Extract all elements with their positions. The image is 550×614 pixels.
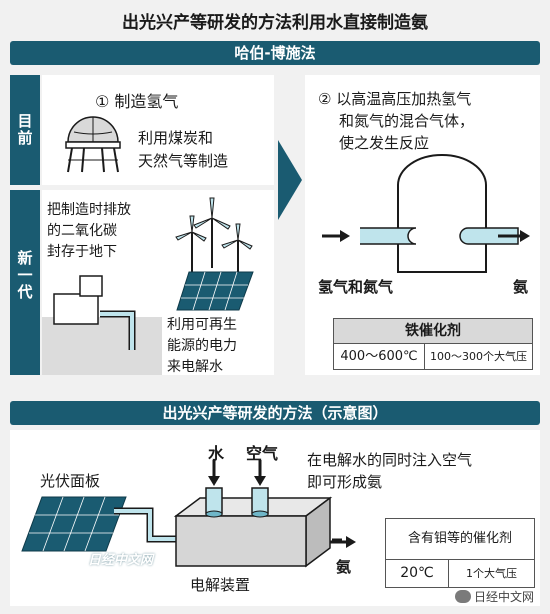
wechat-badge: 日经中文网 xyxy=(455,586,534,606)
capture-desc-line2: 的二氧化碳 xyxy=(47,223,117,239)
iron-catalyst-temperature: 400～600℃ xyxy=(334,344,425,369)
iron-catalyst-header: 铁催化剂 xyxy=(334,319,532,344)
solar-array-icon xyxy=(21,496,127,552)
renewable-desc-line1: 利用可再生 xyxy=(167,317,237,333)
step1-title: ① 制造氢气 xyxy=(95,92,179,111)
row-label-next: 新一代 xyxy=(10,190,40,375)
power-cable-icon xyxy=(114,507,190,543)
row-label-next-text: 新一代 xyxy=(15,250,34,301)
capture-desc-line1: 把制造时排放 xyxy=(47,202,131,218)
molybdenum-catalyst-pressure: 1个大气压 xyxy=(466,567,517,580)
molybdenum-catalyst-temperature: 20℃ xyxy=(386,560,449,587)
renewable-desc-line3: 来电解水 xyxy=(167,359,223,375)
air-input-label: 空气 xyxy=(246,444,279,463)
current-desc-line1: 利用煤炭和 xyxy=(138,129,214,147)
new-method-desc-line1: 在电解水的同时注入空气 xyxy=(307,451,473,469)
solar-panel-icon xyxy=(176,271,254,311)
process-arrow-icon xyxy=(278,140,302,220)
section2-header: 出光兴产等研发的方法（示意图） xyxy=(10,401,540,425)
page-title: 出光兴产等研发的方法利用水直接制造氨 xyxy=(122,13,428,33)
watermark: 日经中文网 xyxy=(88,553,154,568)
new-method-desc-line2: 即可形成氨 xyxy=(307,473,383,491)
row-label-current: 目前 xyxy=(10,75,40,185)
renewable-desc-line2: 能源的电力 xyxy=(167,338,237,354)
electrolyzer-icon xyxy=(173,460,342,568)
step2-line2: 和氮气的混合气体， xyxy=(339,112,475,130)
electrolyzer-label: 电解装置 xyxy=(190,576,251,594)
section1-header: 哈伯-博施法 xyxy=(10,41,540,65)
molybdenum-catalyst-table: 含有钼等的催化剂 20℃ 1个大气压 xyxy=(385,518,535,588)
iron-catalyst-pressure: 100～300个大气压 xyxy=(430,350,527,363)
row-label-current-text: 目前 xyxy=(15,113,34,147)
iron-catalyst-table: 铁催化剂 400～600℃ 100～300个大气压 xyxy=(333,318,533,370)
ammonia-output-arrow-icon xyxy=(330,536,356,548)
co2-storage-icon xyxy=(42,275,162,375)
wind-turbine-icon xyxy=(175,197,253,276)
gas-plant-icon xyxy=(65,116,121,173)
ammonia-output-label: 氨 xyxy=(513,278,529,296)
current-desc-line2: 天然气等制造 xyxy=(138,152,229,170)
wechat-icon xyxy=(455,589,471,603)
wechat-badge-label: 日经中文网 xyxy=(474,589,535,604)
input-gas-label: 氢气和氮气 xyxy=(318,278,394,296)
ammonia-output-label-2: 氨 xyxy=(336,558,352,576)
step2-line1: ② 以高温高压加热氢气 xyxy=(318,90,472,108)
step2-line3: 使之发生反应 xyxy=(339,134,430,152)
reactor-icon xyxy=(322,154,530,273)
water-input-label: 水 xyxy=(208,444,225,463)
molybdenum-catalyst-header: 含有钼等的催化剂 xyxy=(386,519,534,560)
solar-panel-label: 光伏面板 xyxy=(40,472,101,490)
capture-desc-line3: 封存于地下 xyxy=(47,244,117,260)
